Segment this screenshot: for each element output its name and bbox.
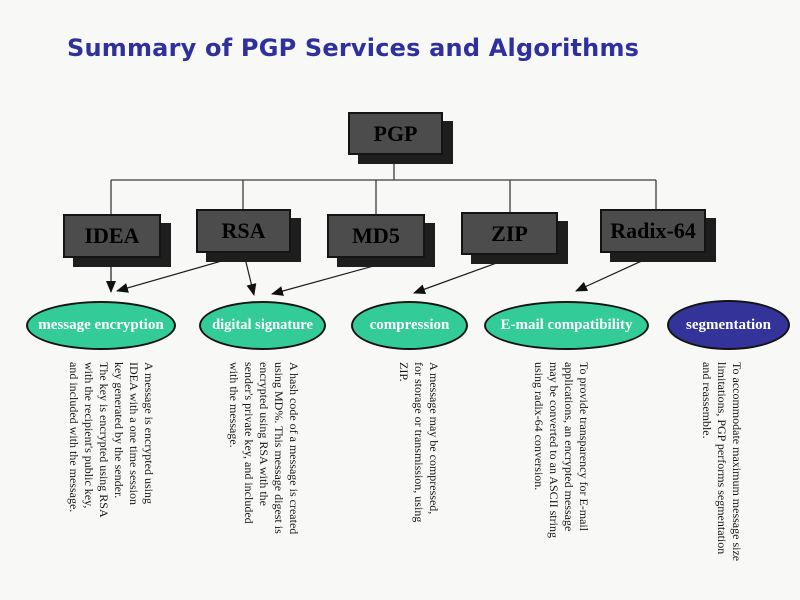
arrow-rsa-digital-signature <box>243 253 257 296</box>
node-md5-label: MD5 <box>352 223 400 248</box>
description-digital-signature: A hash code of a message is created usin… <box>227 362 301 535</box>
arrow-rsa-message-encryption <box>116 253 247 293</box>
node-radix64-label: Radix-64 <box>610 218 696 243</box>
service-message-encryption-label: message encryption <box>38 317 164 333</box>
description-compression: A message may be compressed, for storage… <box>397 362 441 523</box>
node-zip-label: ZIP <box>491 220 528 246</box>
description-segmentation: To accommodate maximum message size limi… <box>700 362 744 562</box>
arrow-zip-compression <box>413 255 517 294</box>
node-rsa-label: RSA <box>221 218 266 243</box>
node-zip: ZIP <box>461 212 558 255</box>
node-rsa: RSA <box>196 209 291 253</box>
service-digital-signature: digital signature <box>199 301 326 350</box>
node-pgp: PGP <box>348 112 443 155</box>
service-segmentation-label: segmentation <box>686 316 771 333</box>
node-md5: MD5 <box>327 214 425 258</box>
service-digital-signature-label: digital signature <box>212 317 313 333</box>
page-title: Summary of PGP Services and Algorithms <box>67 34 640 62</box>
service-message-encryption: message encryption <box>26 301 176 350</box>
service-compression-label: compression <box>369 317 450 333</box>
service-email-compatibility: E-mail compatibility <box>484 301 649 350</box>
node-idea: IDEA <box>63 214 161 258</box>
node-radix64: Radix-64 <box>600 209 706 253</box>
node-pgp-label: PGP <box>373 120 418 146</box>
description-message-encryption: A message is encrypted using IDEA with a… <box>67 362 156 518</box>
arrow-radix64-email-compatibility <box>575 253 658 292</box>
service-compression: compression <box>351 301 468 350</box>
service-segmentation: segmentation <box>667 300 790 350</box>
arrow-md5-digital-signature <box>271 258 400 296</box>
service-email-compatibility-label: E-mail compatibility <box>500 317 633 333</box>
node-idea-label: IDEA <box>84 223 140 248</box>
description-email-compatibility: To provide transparency for E-mail appli… <box>532 362 591 538</box>
